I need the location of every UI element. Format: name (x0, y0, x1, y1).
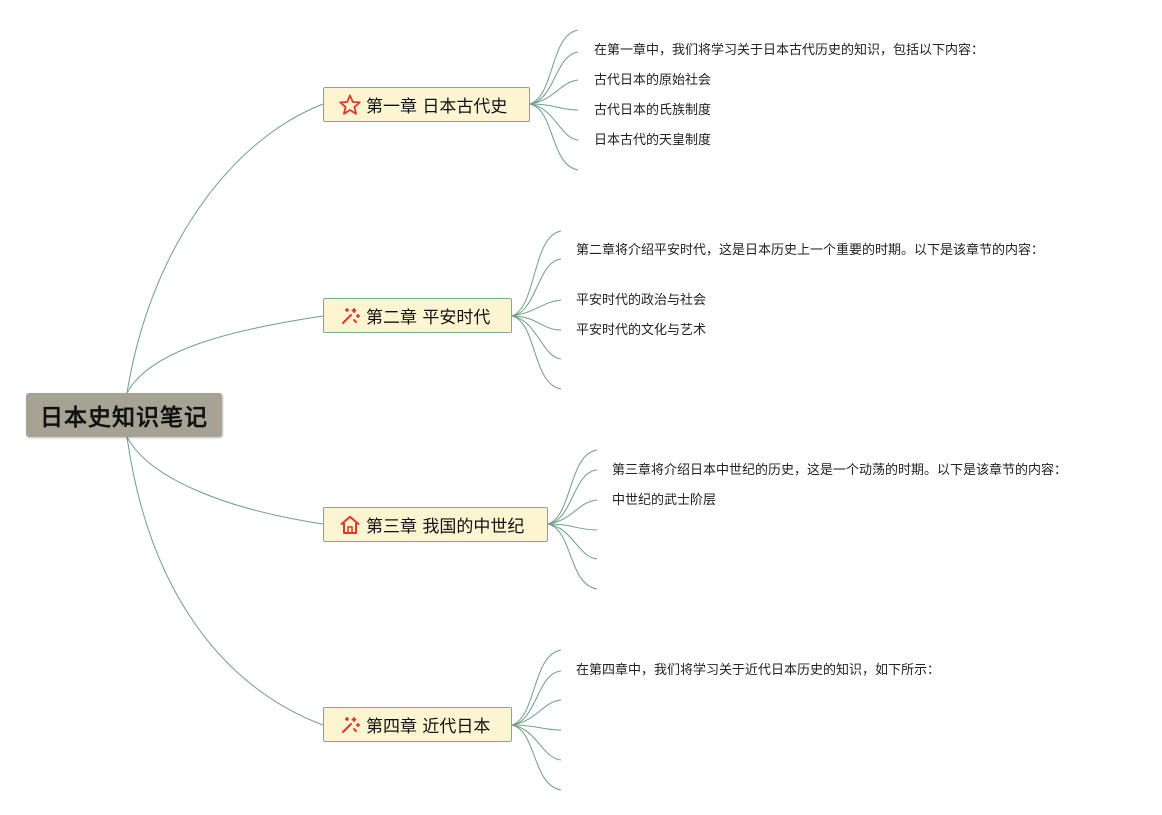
chapter-3-title: 第三章 我国的中世纪 (366, 517, 525, 537)
chapter-1-item[interactable]: 古代日本的氏族制度 (594, 103, 712, 118)
chapter-1-item[interactable]: 古代日本的原始社会 (594, 73, 712, 88)
chapter-3-item[interactable]: 第三章将介绍日本中世纪的历史，这是一个动荡的时期。以下是该章节的内容： (612, 463, 1068, 478)
root-topic[interactable]: 日本史知识笔记 (26, 393, 222, 437)
chapter-2-title: 第二章 平安时代 (366, 308, 491, 328)
chapter-1-item[interactable]: 日本古代的天皇制度 (594, 133, 712, 148)
star-icon (338, 93, 362, 117)
home-icon (338, 513, 362, 537)
chapter-1-title: 第一章 日本古代史 (366, 97, 508, 117)
chapter-2-topic[interactable]: 第二章 平安时代 (323, 298, 512, 333)
chapter-3-item[interactable]: 中世纪的武士阶层 (612, 493, 717, 508)
root-title: 日本史知识笔记 (40, 405, 208, 431)
chapter-1-item[interactable]: 在第一章中，我们将学习关于日本古代历史的知识，包括以下内容： (594, 43, 985, 58)
chapter-2-item[interactable]: 平安时代的文化与艺术 (576, 323, 707, 338)
chapter-1-topic[interactable]: 第一章 日本古代史 (323, 87, 530, 122)
chapter-2-item[interactable]: 第二章将介绍平安时代，这是日本历史上一个重要的时期。以下是该章节的内容： (576, 243, 1045, 258)
chapter-4-item[interactable]: 在第四章中，我们将学习关于近代日本历史的知识，如下所示： (576, 663, 941, 678)
sparkle-wand-icon (338, 713, 362, 737)
chapter-2-item[interactable]: 平安时代的政治与社会 (576, 293, 707, 308)
sparkle-wand-icon (338, 304, 362, 328)
chapter-3-topic[interactable]: 第三章 我国的中世纪 (323, 507, 548, 542)
chapter-4-title: 第四章 近代日本 (366, 717, 491, 737)
chapter-4-topic[interactable]: 第四章 近代日本 (323, 707, 512, 742)
